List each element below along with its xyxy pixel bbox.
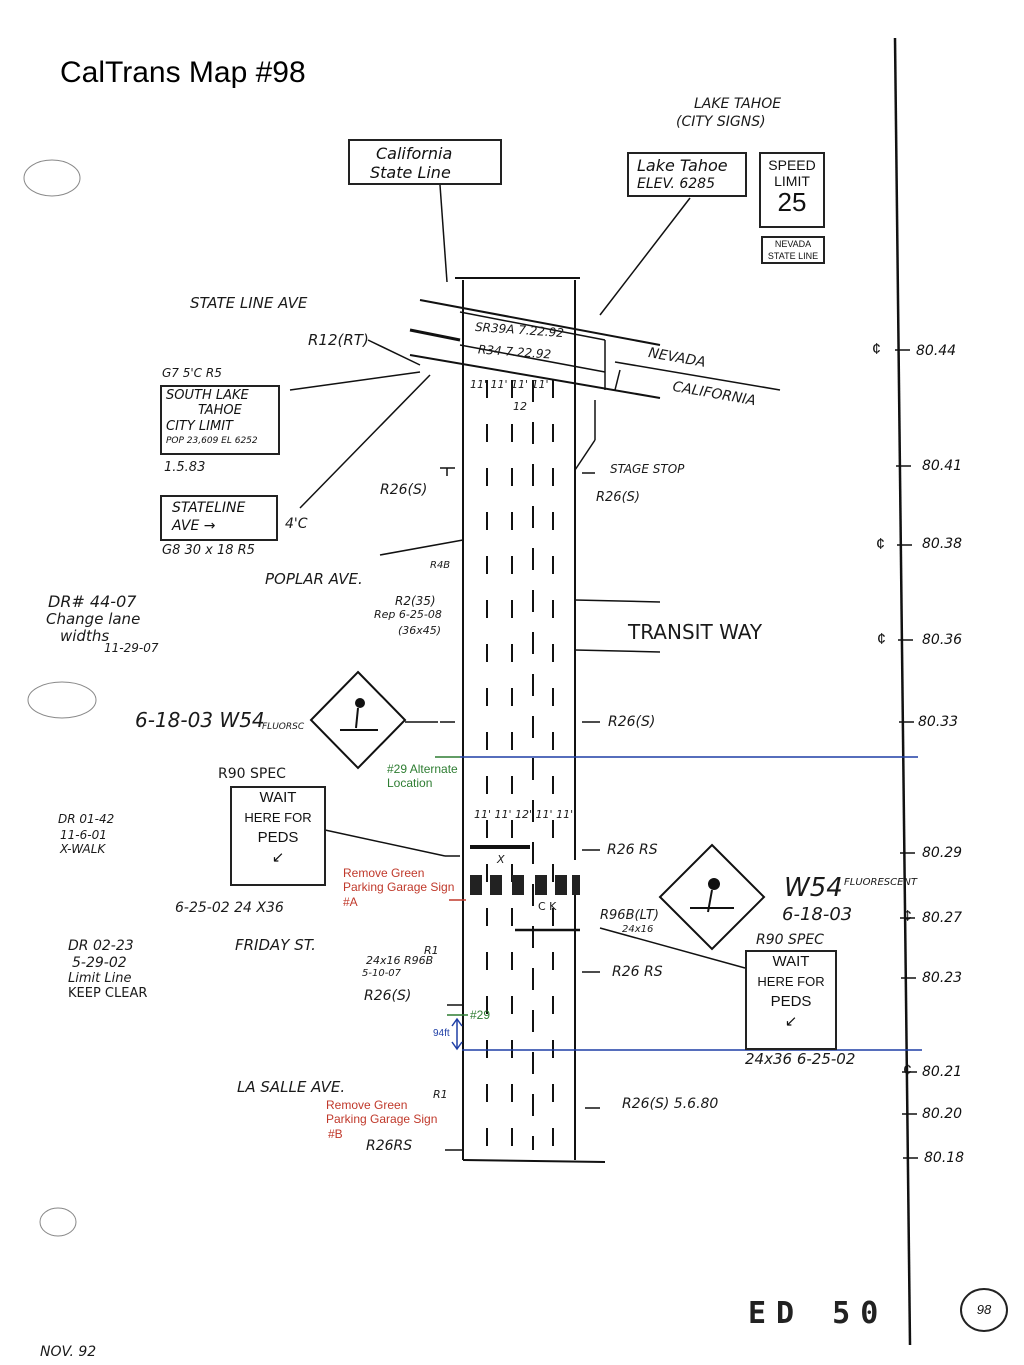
- postmile-80-29: 80.29: [922, 845, 963, 861]
- street-friday-st: FRIDAY ST.: [235, 936, 316, 954]
- page-number: 98: [960, 1288, 1008, 1332]
- stateline-ave-sign: STATELINE AVE →: [160, 495, 278, 541]
- wait-peds-right-sign: WAIT HERE FOR PEDS ↙: [745, 950, 837, 1050]
- label-lane-widths-mid: 11' 11' 12' 11' 11': [474, 808, 574, 821]
- stateline-ave-footer: G8 30 x 18 R5: [162, 543, 255, 558]
- note-dr0223-l3: Limit Line: [68, 971, 132, 986]
- pedestrian-diamond-left: [309, 670, 407, 770]
- label-r96b-lt: R96B(LT): [600, 908, 659, 923]
- label-ck: C K: [538, 900, 557, 913]
- label-stage-stop: STAGE STOP: [610, 462, 685, 476]
- note-dr0142-l2: 11-6-01: [60, 828, 107, 842]
- page-title: CalTrans Map #98: [60, 56, 306, 89]
- ed-number: ED 50: [748, 1296, 889, 1331]
- label-r26s-bottom: R26(S) 5.6.80: [622, 1096, 719, 1112]
- annotation-sign-29: #29: [470, 1008, 491, 1022]
- centerline-symbol: ¢: [877, 631, 886, 648]
- postmile-80-21: 80.21: [922, 1064, 963, 1080]
- label-r96b-left: 24x16 R96B: [366, 954, 434, 967]
- label-r26rs-right: R26 RS: [607, 842, 658, 858]
- note-dr4407-l2: Change lane: [46, 610, 141, 628]
- lake-tahoe-note: LAKE TAHOE: [694, 96, 782, 112]
- label-rep-size: (36x45): [398, 624, 442, 637]
- label-lane-12: 12: [513, 400, 527, 413]
- label-r96b-left-date: 5-10-07: [362, 968, 402, 979]
- speed-limit-sign: SPEED LIMIT 25: [759, 152, 825, 228]
- annotation-remove-sign-b: Remove Green Parking Garage Sign #B: [326, 1098, 438, 1141]
- postmile-80-27: 80.27: [922, 910, 963, 926]
- postmile-80-23: 80.23: [922, 970, 963, 986]
- wait-peds-left-header: R90 SPEC: [218, 766, 286, 782]
- postmile-line: [893, 37, 912, 1346]
- label-w54-left-sub: FLUORSC: [262, 722, 305, 732]
- street-la-salle-ave: LA SALLE AVE.: [237, 1078, 346, 1096]
- label-r96b-size: 24x16: [622, 924, 654, 935]
- lake-tahoe-elev-sign: Lake Tahoe ELEV. 6285: [627, 152, 747, 197]
- note-dr0223-l4: KEEP CLEAR: [68, 986, 148, 1001]
- label-r2-35: R2(35): [395, 594, 436, 608]
- label-rep-date: Rep 6-25-08: [374, 608, 442, 621]
- street-poplar-ave: POPLAR AVE.: [265, 570, 363, 588]
- nevada-state-line-sign: NEVADA STATE LINE: [761, 236, 825, 264]
- label-lane-widths-top: 11' 11' 11' 11': [470, 378, 549, 391]
- drawing-date: NOV. 92: [40, 1344, 97, 1360]
- postmile-80-20: 80.20: [922, 1106, 963, 1122]
- note-dr0223-l1: DR 02-23: [68, 938, 134, 954]
- note-dr0142-l1: DR 01-42: [58, 812, 115, 826]
- label-r1-bottom: R1: [433, 1088, 448, 1101]
- note-dr0223-l2: 5-29-02: [72, 955, 127, 971]
- label-w54-right: W54: [784, 873, 843, 903]
- wait-peds-right-footer: 24x36 6-25-02: [745, 1050, 856, 1068]
- label-r26s-left-2: R26(S): [364, 988, 412, 1004]
- note-dr4407-l4: 11-29-07: [104, 641, 159, 655]
- label-w54-right-date: 6-18-03: [782, 904, 853, 925]
- label-r26s-right-2: R26(S): [608, 714, 656, 730]
- pedestrian-diamond-right: [658, 843, 766, 951]
- stateline-ave-size: 4'C: [285, 516, 308, 532]
- wait-peds-right-header: R90 SPEC: [756, 932, 824, 948]
- centerline-symbol: ¢: [903, 908, 912, 925]
- postmile-80-33: 80.33: [918, 714, 959, 730]
- wait-peds-left-sign: WAIT HERE FOR PEDS ↙: [230, 786, 326, 886]
- postmile-80-18: 80.18: [924, 1150, 965, 1166]
- street-transit-way: TRANSIT WAY: [628, 620, 763, 644]
- note-dr4407-l3: widths: [60, 627, 110, 645]
- punch-hole-mark: [23, 159, 81, 197]
- state-line-band: [419, 299, 661, 346]
- poplar-ave-edge: [379, 539, 464, 556]
- centerline-symbol: ¢: [872, 341, 881, 358]
- wait-peds-left-footer: 6-25-02 24 X36: [175, 900, 284, 916]
- postmile-80-44: 80.44: [916, 343, 957, 359]
- label-r26s-right-1: R26(S): [596, 490, 640, 505]
- label-w54-left: 6-18-03 W54: [135, 708, 265, 732]
- street-state-line-ave: STATE LINE AVE: [190, 294, 308, 312]
- annotation-alternate-location: #29 Alternate Location: [387, 762, 458, 791]
- postmile-80-36: 80.36: [922, 632, 963, 648]
- label-r4b: R4B: [430, 560, 451, 571]
- postmile-80-38: 80.38: [922, 536, 963, 552]
- label-w54-right-sub: FLUORESCENT: [844, 877, 918, 888]
- transit-way-edge: [574, 599, 661, 603]
- label-r26rs-bottom: R26RS: [366, 1138, 413, 1154]
- california-state-line-sign: California State Line: [348, 139, 502, 185]
- label-xing: X: [497, 853, 505, 866]
- south-lake-tahoe-header: G7 5'C R5: [162, 366, 222, 380]
- label-r12rt: R12(RT): [308, 331, 369, 349]
- city-signs-note: (CITY SIGNS): [676, 114, 766, 130]
- note-dr4407-l1: DR# 44-07: [48, 592, 137, 611]
- postmile-80-41: 80.41: [922, 458, 963, 474]
- south-lake-tahoe-sign: SOUTH LAKE TAHOE CITY LIMIT POP 23,609 E…: [160, 385, 280, 455]
- label-r26rs-right-2: R26 RS: [612, 964, 663, 980]
- south-lake-tahoe-date: 1.5.83: [164, 460, 206, 475]
- note-dr0142-l3: X-WALK: [60, 842, 106, 856]
- label-r26s-left-1: R26(S): [380, 482, 428, 498]
- crosswalk: [470, 875, 580, 895]
- centerline-symbol: ¢: [876, 536, 885, 553]
- annotation-94ft: 94ft: [433, 1028, 450, 1039]
- centerline-symbol: ¢: [903, 1062, 912, 1079]
- label-r1: R1: [424, 944, 439, 957]
- annotation-remove-sign-a: Remove Green Parking Garage Sign #A: [343, 866, 455, 909]
